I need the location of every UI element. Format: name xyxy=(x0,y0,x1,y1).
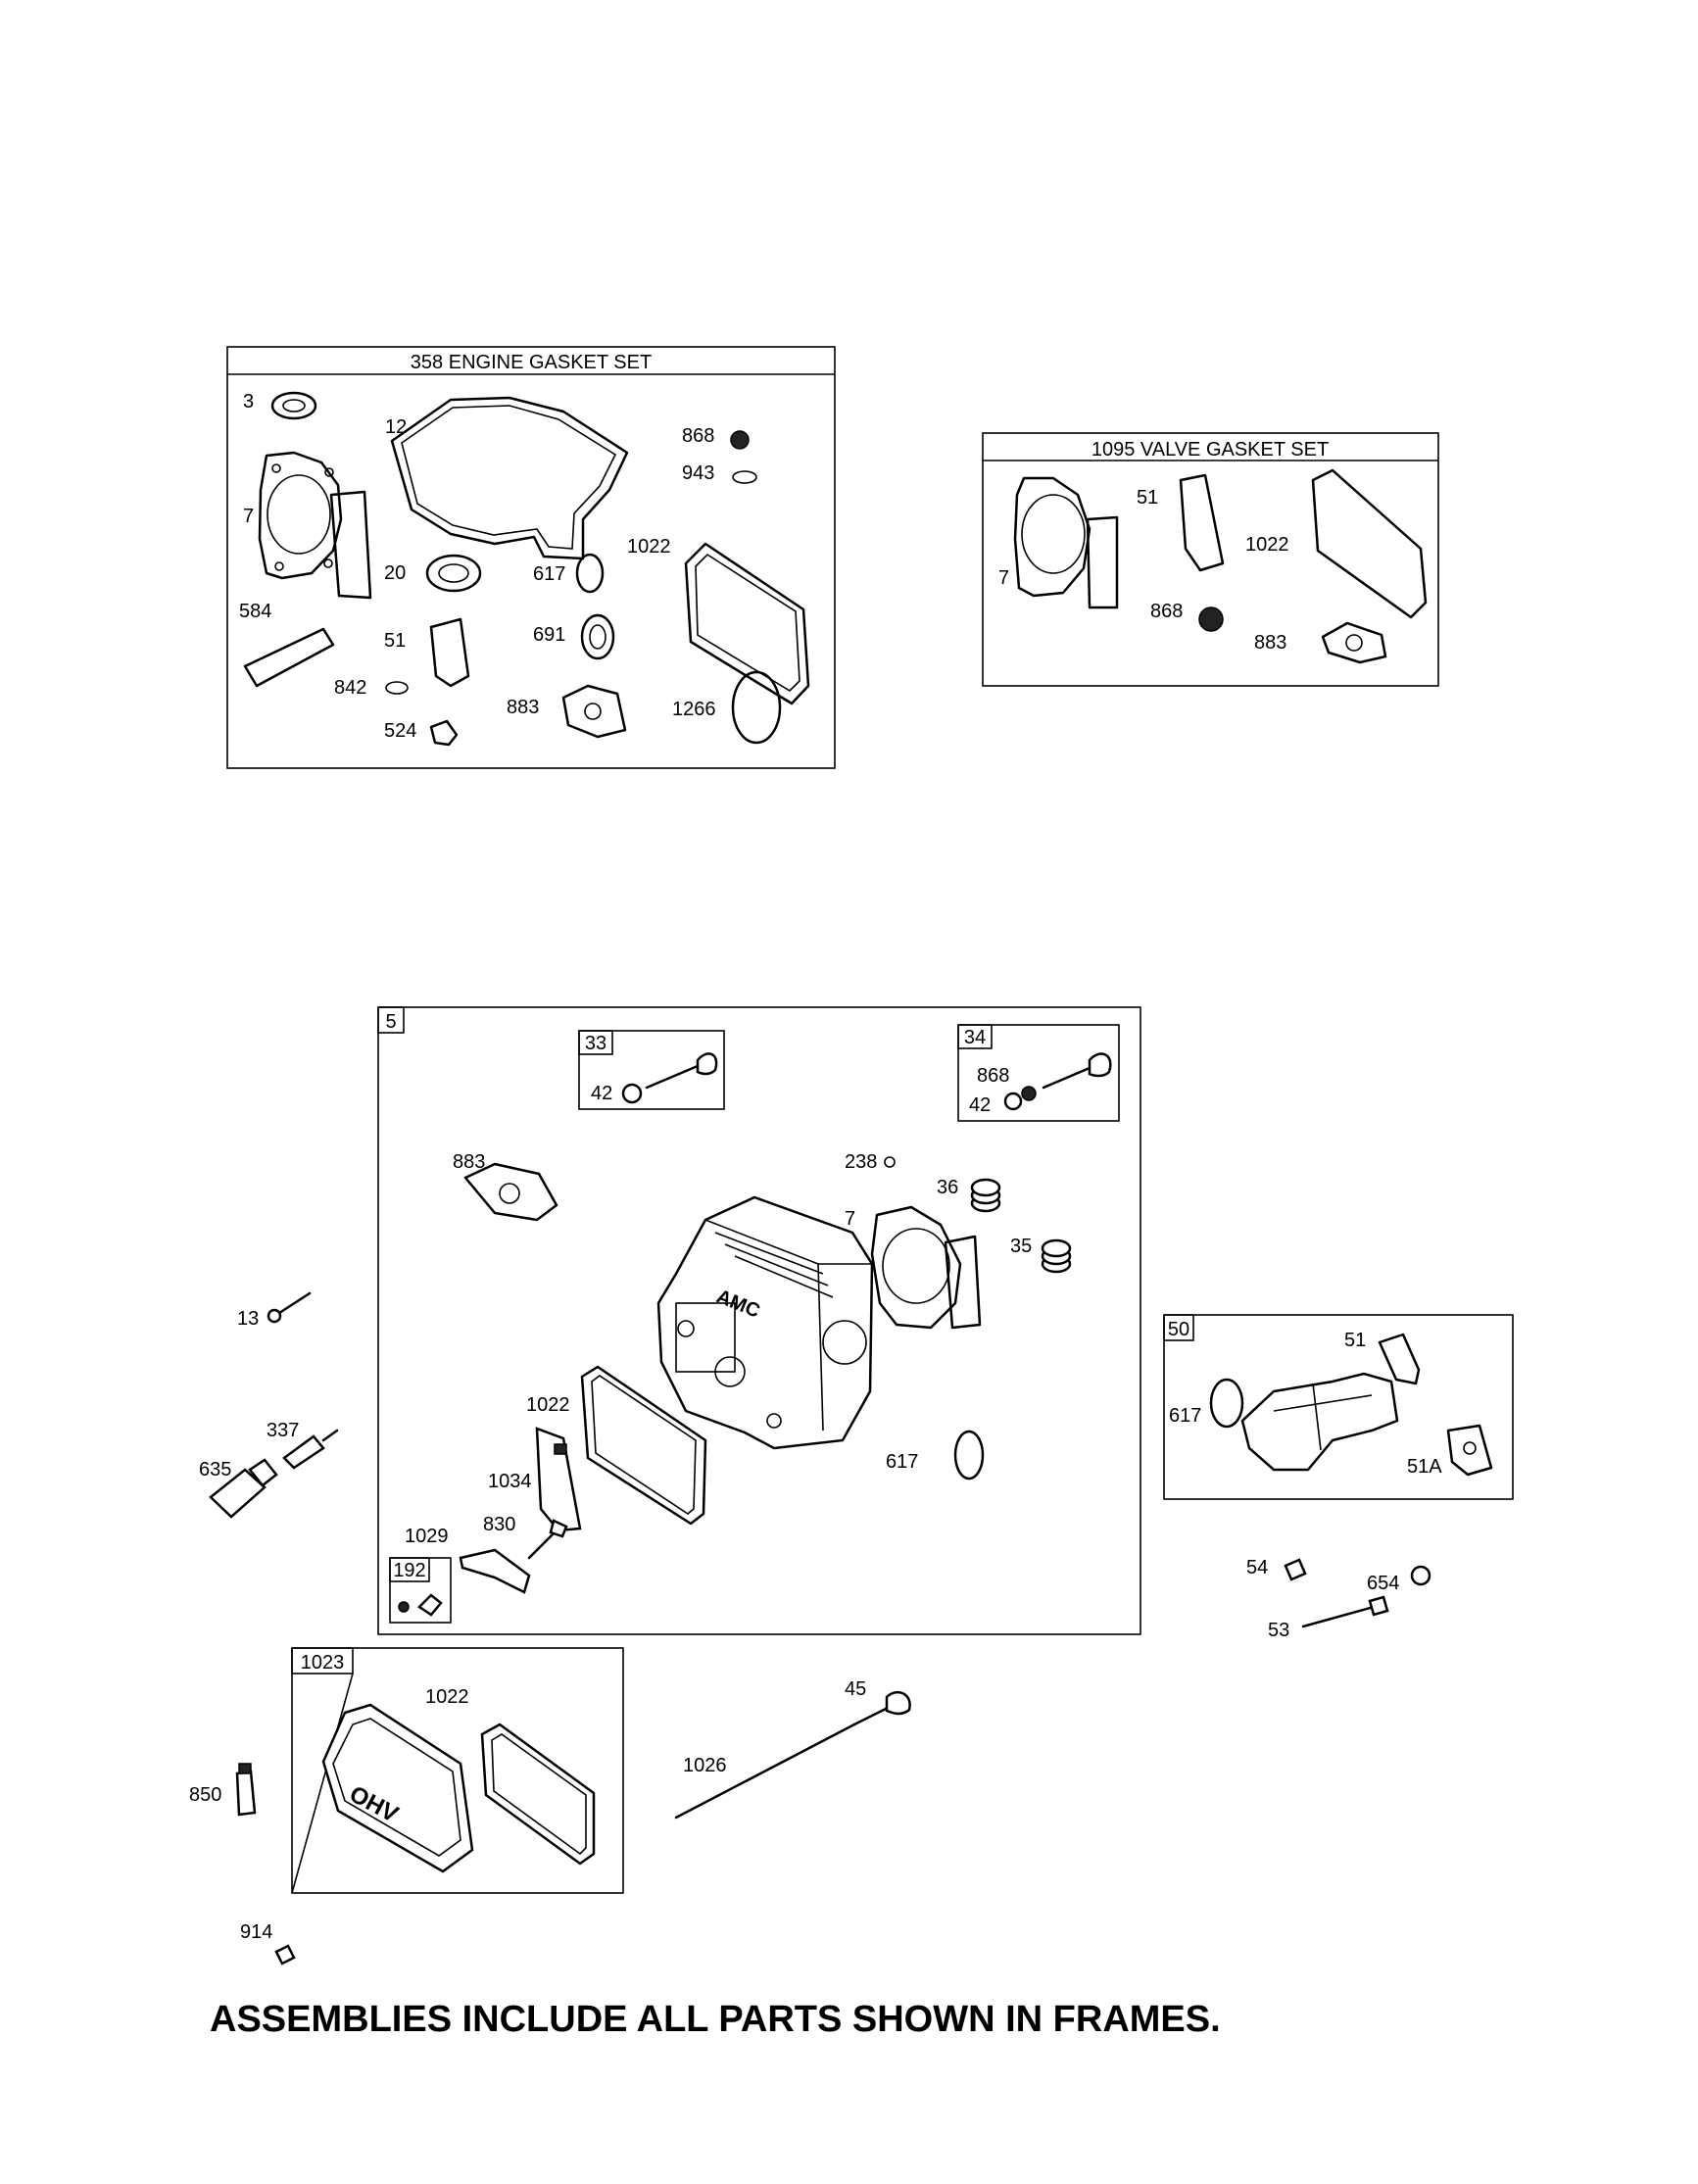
label-868: 868 xyxy=(682,425,714,447)
valve-34-frame: 34 868 42 xyxy=(957,1024,1120,1122)
label-1266: 1266 xyxy=(672,699,716,720)
label-524: 524 xyxy=(384,720,416,742)
label-337: 337 xyxy=(267,1420,299,1441)
label-691: 691 xyxy=(533,624,565,646)
vg-label-51: 51 xyxy=(1137,487,1158,509)
frame-5-label: 5 xyxy=(385,1011,396,1033)
cylinder-head-labels: 883 238 36 7 35 1022 1034 830 1029 617 xyxy=(405,1151,1032,1547)
frame-33-label: 33 xyxy=(585,1033,606,1054)
cylinder-head-frame: 5 xyxy=(377,1006,1141,1635)
label-914: 914 xyxy=(240,1921,272,1943)
label-654: 654 xyxy=(1367,1573,1399,1594)
label-883: 883 xyxy=(507,697,539,718)
label-943: 943 xyxy=(682,462,714,484)
engine-gasket-set-title: 358 ENGINE GASKET SET xyxy=(411,352,652,373)
label-53: 53 xyxy=(1268,1620,1289,1641)
vg-label-868: 868 xyxy=(1150,601,1183,622)
label-13: 13 xyxy=(237,1308,259,1330)
kit-192: 192 xyxy=(389,1557,452,1624)
intake-label-617: 617 xyxy=(1169,1405,1201,1427)
label-20: 20 xyxy=(384,562,406,584)
label-830: 830 xyxy=(483,1514,515,1535)
label-35: 35 xyxy=(1010,1236,1032,1257)
label-36: 36 xyxy=(937,1177,958,1198)
engine-gasket-parts xyxy=(243,391,810,747)
label-45: 45 xyxy=(845,1678,866,1700)
label-842: 842 xyxy=(334,677,366,699)
label-883-c: 883 xyxy=(453,1151,485,1173)
engine-gasket-set-frame: 358 ENGINE GASKET SET xyxy=(226,346,836,769)
engine-gasket-labels: 3 12 868 943 7 1022 20 617 584 51 691 84… xyxy=(239,391,716,742)
cylinder-head-parts: AMC xyxy=(459,1156,1072,1594)
label-1022: 1022 xyxy=(627,536,671,558)
label-635: 635 xyxy=(199,1459,231,1480)
frame-192-label: 192 xyxy=(393,1560,425,1581)
frame-1023-label: 1023 xyxy=(301,1652,345,1674)
label-1029: 1029 xyxy=(405,1526,449,1547)
label-42-a: 42 xyxy=(591,1083,612,1104)
valve-33-frame: 33 42 xyxy=(578,1030,725,1110)
label-238: 238 xyxy=(845,1151,877,1173)
vg-label-883: 883 xyxy=(1254,632,1286,654)
label-7-c: 7 xyxy=(845,1208,855,1230)
intake-frame: 50 51 617 51A xyxy=(1163,1314,1514,1500)
label-617: 617 xyxy=(533,563,565,585)
label-51: 51 xyxy=(384,630,406,652)
vg-label-7: 7 xyxy=(998,567,1009,589)
label-1026: 1026 xyxy=(683,1755,727,1776)
label-42-b: 42 xyxy=(969,1094,991,1116)
footer-note: ASSEMBLIES INCLUDE ALL PARTS SHOWN IN FR… xyxy=(210,1999,1221,2040)
frame-34-label: 34 xyxy=(964,1027,986,1048)
label-3: 3 xyxy=(243,391,254,413)
vg-label-1022: 1022 xyxy=(1245,534,1289,556)
pushrod-parts: 45 1026 xyxy=(674,1678,911,1820)
valve-gasket-parts xyxy=(1013,468,1428,664)
intake-label-51a: 51A xyxy=(1407,1456,1442,1478)
intake-label-51: 51 xyxy=(1344,1330,1366,1351)
label-850: 850 xyxy=(189,1784,221,1806)
frame-50-label: 50 xyxy=(1168,1319,1189,1340)
valve-cover-frame: 1023 OHV 1022 xyxy=(291,1647,624,1894)
label-617-c: 617 xyxy=(886,1451,918,1473)
valve-gasket-set-title: 1095 VALVE GASKET SET xyxy=(1092,439,1329,461)
outside-labels: 13 337 635 54 654 53 xyxy=(199,1308,1399,1641)
cover-label-1022: 1022 xyxy=(425,1686,469,1708)
label-7: 7 xyxy=(243,506,254,527)
loose-parts: 850 914 xyxy=(189,1763,296,1966)
outside-parts xyxy=(209,1291,1431,1628)
label-54: 54 xyxy=(1246,1557,1268,1578)
label-584: 584 xyxy=(239,601,271,622)
label-868-b: 868 xyxy=(977,1065,1009,1087)
valve-gasket-set-frame: 1095 VALVE GASKET SET xyxy=(982,432,1439,687)
valve-gasket-labels: 51 1022 7 868 883 xyxy=(998,487,1289,654)
label-1022-c: 1022 xyxy=(526,1394,570,1416)
label-12: 12 xyxy=(385,416,407,438)
label-1034: 1034 xyxy=(488,1471,532,1492)
